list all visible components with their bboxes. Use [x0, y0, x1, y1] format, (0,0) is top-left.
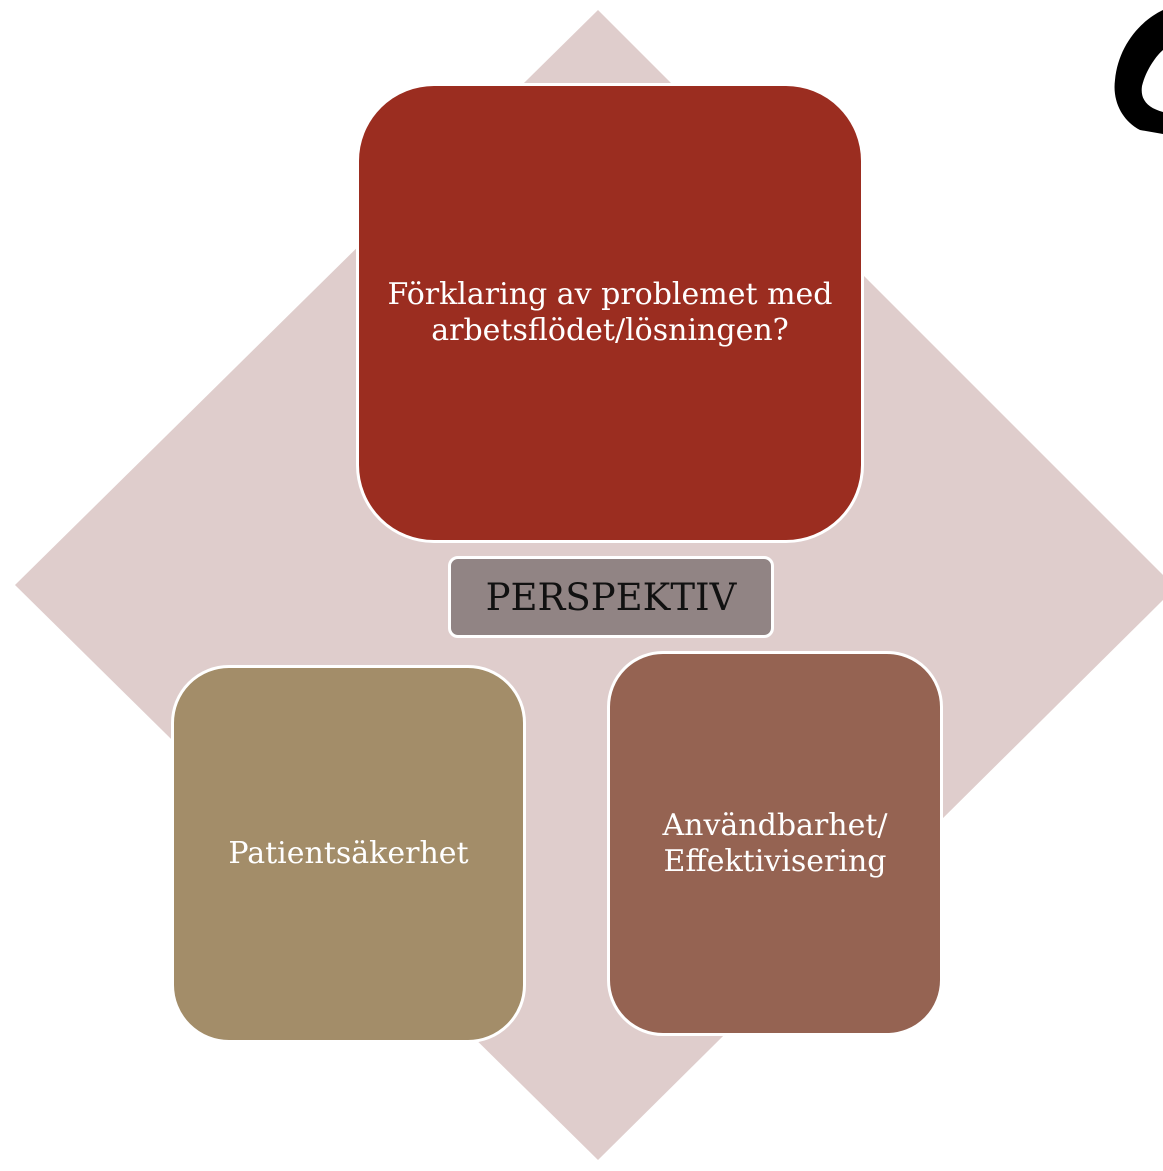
top-box: Förklaring av problemet med arbetsflödet…	[356, 83, 864, 543]
left-box: Patientsäkerhet	[171, 665, 526, 1043]
right-box: Användbarhet/ Effektivisering	[607, 651, 943, 1036]
left-box-text: Patientsäkerhet	[228, 836, 469, 871]
center-label-text: PERSPEKTIV	[485, 575, 737, 619]
right-box-text: Användbarhet/ Effektivisering	[662, 807, 888, 879]
top-box-text: Förklaring av problemet med arbetsflödet…	[387, 277, 833, 348]
center-label: PERSPEKTIV	[448, 556, 774, 638]
